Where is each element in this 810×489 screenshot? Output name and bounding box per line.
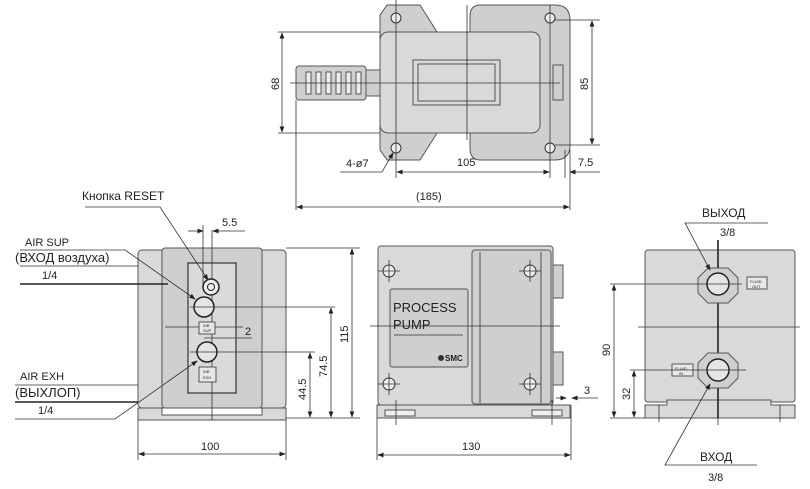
dim-68: 68 [270, 78, 282, 90]
front-view: AIR SUP AIR EXH 5.5 2 115 74.5 44.5 100 … [15, 189, 360, 460]
port-boss [552, 64, 564, 101]
inlet-label: ВХОД [700, 450, 732, 464]
svg-text:FLUID: FLUID [675, 366, 687, 371]
dim-130: 130 [462, 441, 480, 453]
side-housing [471, 249, 552, 405]
dim-2: 2 [245, 326, 251, 338]
svg-text:AIR: AIR [203, 323, 210, 328]
side-port-upper [552, 264, 564, 299]
side-holes [378, 260, 541, 395]
smc-logo-icon [438, 355, 444, 361]
inlet-size: 3/8 [708, 472, 723, 484]
reset-label: Кнопка RESET [82, 189, 165, 203]
dim-44-5: 44.5 [297, 379, 309, 400]
name-plate [389, 288, 469, 368]
brand-label: SMC [445, 354, 463, 363]
top-view: 68 85 105 7.5 (185) 4-ø7 [270, 0, 600, 210]
title-process: PROCESS [393, 300, 457, 315]
reset-button-center [207, 283, 215, 291]
air-exh-ru-label: (ВЫХЛОП) [15, 385, 81, 400]
side-view: PROCESS PUMP SMC 130 3 [370, 245, 598, 460]
svg-text:EXH: EXH [203, 375, 211, 380]
dim-105: 105 [457, 157, 475, 169]
front-base [137, 407, 287, 421]
dim-185: (185) [416, 191, 442, 203]
dim-5-5: 5.5 [222, 217, 237, 229]
top-plate-inner [417, 63, 496, 102]
dim-74-5: 74.5 [318, 356, 330, 377]
svg-text:SUP: SUP [203, 328, 212, 333]
outlet-size: 3/8 [720, 227, 735, 239]
side-port-lower [552, 351, 564, 386]
dim-85: 85 [579, 78, 591, 90]
title-pump: PUMP [393, 317, 431, 332]
air-sup-ru-label: (ВХОД воздуха) [15, 250, 109, 265]
top-plate [412, 59, 501, 106]
side-base [376, 404, 571, 419]
dim-115: 115 [339, 325, 351, 343]
main-body [379, 31, 541, 134]
outlet-label: ВЫХОД [702, 206, 745, 220]
plate-fluid-out: FLUID OUT [746, 276, 768, 290]
dim-100: 100 [201, 441, 219, 453]
dim-32: 32 [621, 388, 633, 400]
dim-3: 3 [584, 385, 590, 397]
right-base [644, 399, 796, 419]
air-exh-label: AIR EXH [20, 371, 64, 383]
right-view: FLUID OUT FLUID IN 90 32 ВЫХОД 3/8 ВХОД … [601, 206, 800, 484]
holes-label: 4-ø7 [346, 158, 369, 170]
dim-90: 90 [601, 344, 613, 356]
reset-button[interactable] [202, 278, 220, 296]
plate-air-sup: AIR SUP [198, 321, 216, 335]
svg-text:OUT: OUT [752, 284, 761, 289]
air-sup-size: 1/4 [42, 270, 57, 282]
dim-7-5: 7.5 [578, 157, 593, 169]
svg-text:FLUID: FLUID [750, 279, 762, 284]
air-sup-label: AIR SUP [25, 237, 69, 249]
air-exh-size: 1/4 [38, 405, 53, 417]
plate-air-exh: AIR EXH [198, 366, 217, 383]
svg-text:AIR: AIR [203, 369, 210, 374]
svg-text:IN: IN [679, 371, 683, 376]
